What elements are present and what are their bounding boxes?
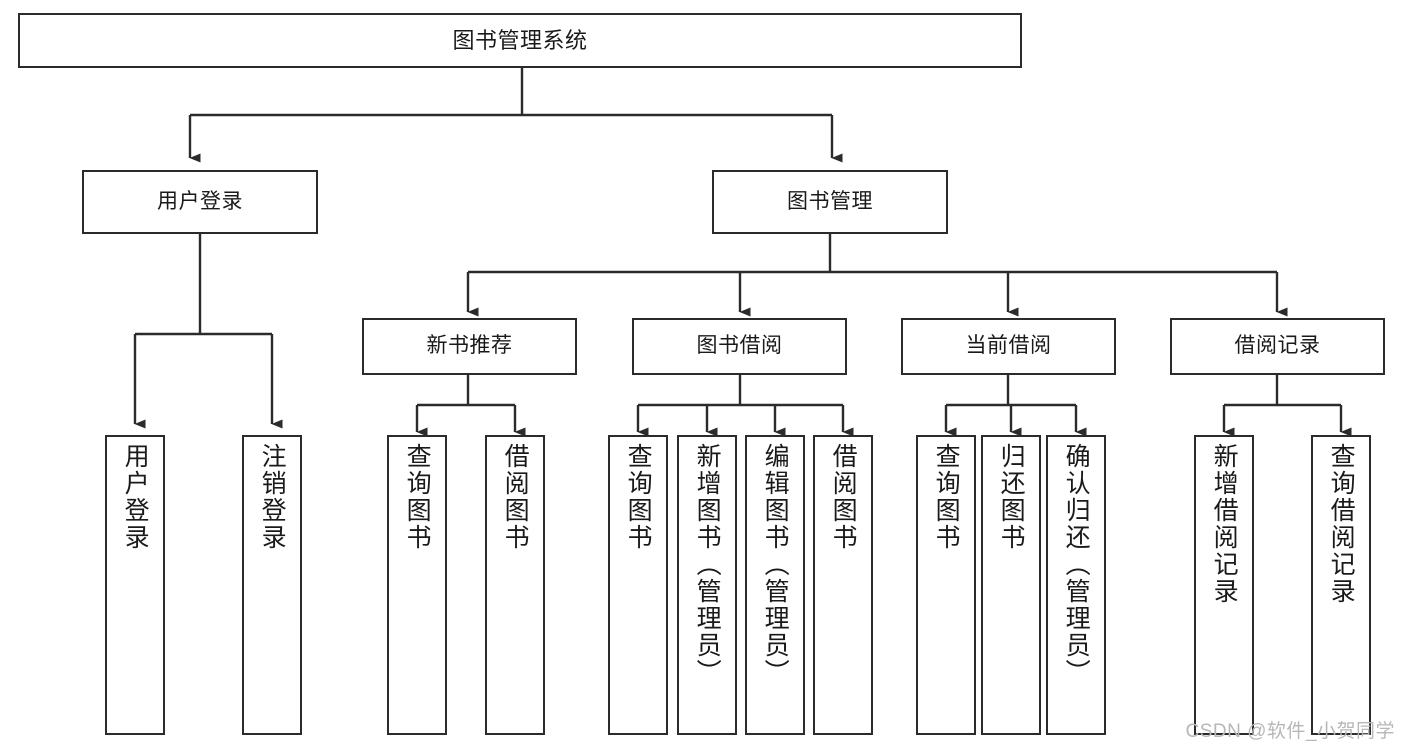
- node-book-manage[interactable]: 图书管理: [712, 170, 948, 234]
- node-label: 新增图书（管理员）: [693, 443, 722, 686]
- node-label: 图书管理系统: [452, 27, 588, 53]
- node-label: 用户登录: [121, 443, 150, 551]
- node-label: 查询图书: [403, 443, 432, 551]
- node-label: 编辑图书（管理员）: [761, 443, 790, 686]
- node-user-login[interactable]: 用户登录: [82, 170, 318, 234]
- node-label: 注销登录: [258, 443, 287, 551]
- leaf-current-borrow-2[interactable]: 归还图书: [981, 435, 1041, 735]
- leaf-borrow-record-2[interactable]: 查询借阅记录: [1311, 435, 1371, 735]
- node-root-book-management-system[interactable]: 图书管理系统: [18, 13, 1022, 68]
- node-label: 确认归还（管理员）: [1062, 443, 1091, 686]
- node-label: 查询图书: [932, 443, 961, 551]
- leaf-book-borrow-3[interactable]: 编辑图书（管理员）: [745, 435, 805, 735]
- node-label: 归还图书: [997, 443, 1026, 551]
- node-label: 借阅图书: [829, 443, 858, 551]
- node-borrow-record[interactable]: 借阅记录: [1170, 318, 1385, 375]
- node-label: 新书推荐: [426, 334, 513, 358]
- leaf-borrow-record-1[interactable]: 新增借阅记录: [1194, 435, 1254, 735]
- node-label: 当前借阅: [965, 334, 1052, 358]
- node-current-borrow[interactable]: 当前借阅: [901, 318, 1116, 375]
- node-label: 图书借阅: [696, 334, 783, 358]
- node-label: 新增借阅记录: [1210, 443, 1239, 605]
- csdn-watermark: CSDN @软件_小贺同学: [1185, 721, 1395, 742]
- leaf-book-borrow-4[interactable]: 借阅图书: [813, 435, 873, 735]
- leaf-current-borrow-1[interactable]: 查询图书: [916, 435, 976, 735]
- leaf-book-borrow-1[interactable]: 查询图书: [608, 435, 668, 735]
- node-label: 查询图书: [624, 443, 653, 551]
- node-label: 查询借阅记录: [1327, 443, 1356, 605]
- node-label: 用户登录: [157, 189, 243, 213]
- node-book-borrow[interactable]: 图书借阅: [632, 318, 847, 375]
- leaf-user-login-1[interactable]: 用户登录: [105, 435, 165, 735]
- node-label: 借阅图书: [501, 443, 530, 551]
- node-label: 借阅记录: [1234, 334, 1321, 358]
- node-label: 图书管理: [787, 189, 873, 213]
- leaf-user-login-2[interactable]: 注销登录: [242, 435, 302, 735]
- leaf-new-book-2[interactable]: 借阅图书: [485, 435, 545, 735]
- leaf-new-book-1[interactable]: 查询图书: [387, 435, 447, 735]
- node-new-book-recommend[interactable]: 新书推荐: [362, 318, 577, 375]
- leaf-current-borrow-3[interactable]: 确认归还（管理员）: [1046, 435, 1106, 735]
- leaf-book-borrow-2[interactable]: 新增图书（管理员）: [677, 435, 737, 735]
